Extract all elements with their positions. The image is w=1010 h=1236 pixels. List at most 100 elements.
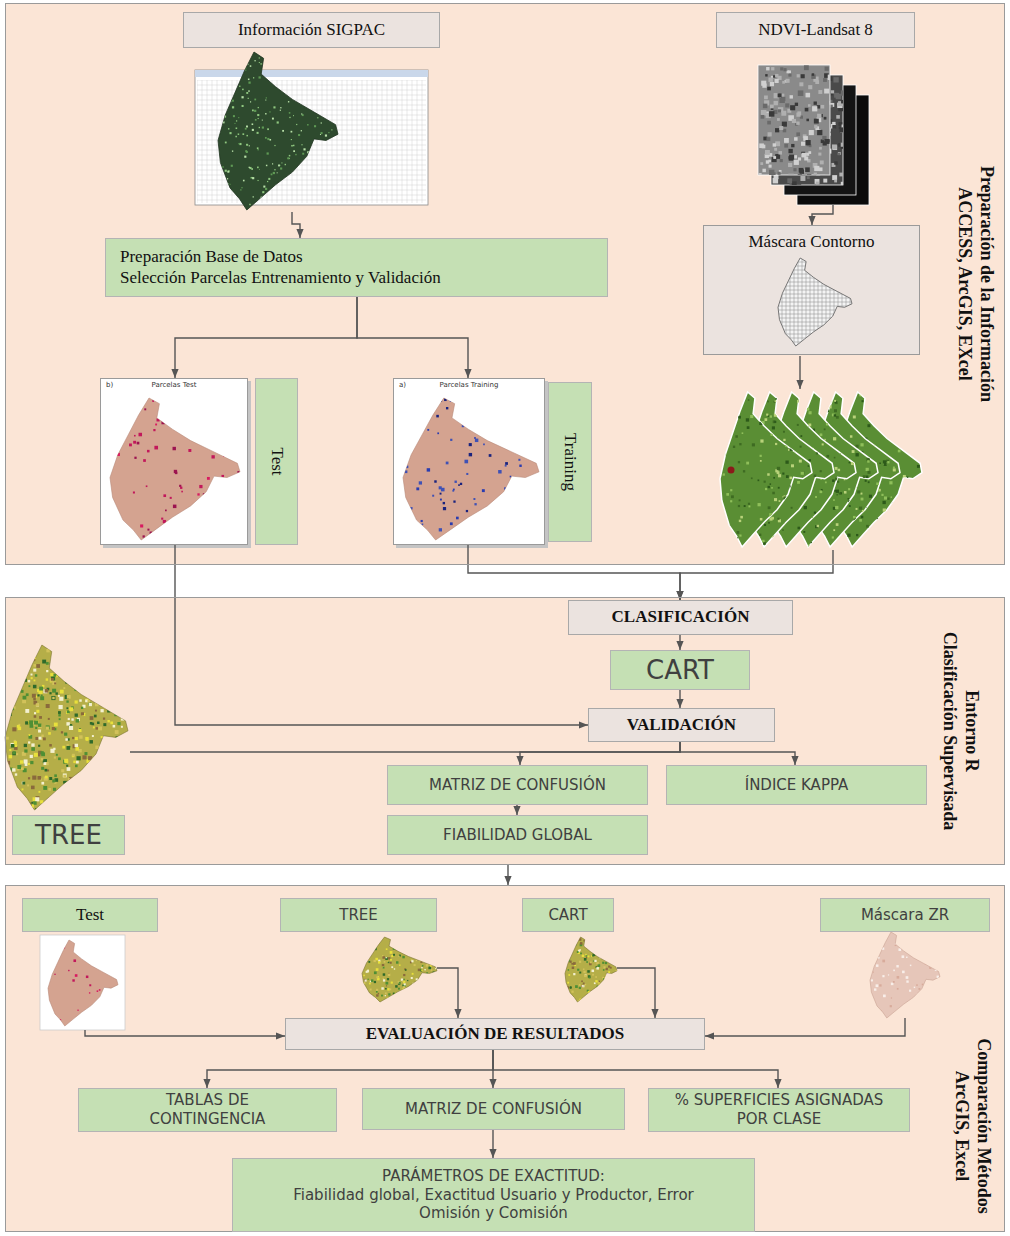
map-patch [83,668,86,671]
map-patch [49,692,51,694]
map-patch [519,512,522,515]
map-patch [811,534,813,536]
map-patch [777,424,780,427]
map-patch [299,166,300,167]
map-patch [250,177,251,178]
map-patch [843,490,845,492]
map-patch [121,709,125,713]
map-patch [840,127,843,132]
map-patch [782,81,785,84]
map-patch [302,114,304,116]
map-patch [770,172,775,175]
map-patch [887,497,889,499]
map-patch [95,710,97,712]
grid-line [778,266,852,267]
map-patch [898,402,900,404]
map-patch [832,175,837,180]
map-patch [865,483,867,485]
map-patch [13,799,16,802]
map-patch [824,89,829,94]
map-patch [792,119,796,123]
map-patch [797,536,800,539]
map-patch [22,782,25,785]
map-patch [848,498,850,500]
map-patch [801,529,803,531]
map-patch [328,199,330,201]
map-patch [231,191,233,193]
map-patch [814,166,819,171]
map-patch [748,503,750,505]
map-patch [843,406,845,408]
map-patch [834,542,837,545]
map-patch [849,419,852,422]
map-patch [831,517,834,520]
grid-line [382,80,383,203]
map-patch [765,488,767,490]
map-patch [834,400,836,402]
map-patch [248,98,249,99]
map-patch [891,400,893,402]
map-patch [877,519,879,521]
map-patch [246,92,248,94]
map-patch [793,423,794,424]
map-patch [791,523,794,526]
map-patch [291,174,293,176]
map-patch [113,693,116,696]
map-patch [333,144,334,145]
map-patch [416,400,418,402]
map-patch [764,418,767,421]
map-patch [248,90,249,91]
map-patch [193,429,195,431]
map-patch [815,411,817,413]
map-patch [326,85,328,87]
grid-line [778,262,852,263]
map-patch [112,651,116,655]
map-patch [898,450,901,453]
map-patch [321,122,322,123]
map-patch [792,403,795,406]
map-patch [905,436,908,439]
map-patch [36,664,40,668]
map-patch [913,504,915,506]
map-patch [808,419,811,422]
map-patch [859,519,862,522]
map-patch [287,87,289,89]
map-patch [422,523,424,525]
map-patch [814,101,817,104]
map-patch [275,77,277,79]
map-patch [872,394,873,395]
map-patch [901,537,903,539]
map-patch [807,174,811,175]
map-patch [836,412,839,415]
map-patch [851,407,853,409]
map-patch [278,56,279,57]
map-patch [856,534,858,536]
map-patch [285,57,286,58]
ndvi-image [758,65,830,175]
map-patch [38,791,40,793]
map-patch [823,393,825,395]
map-patch [230,523,232,525]
map-patch [733,446,735,448]
map-patch [783,540,786,543]
map-patch [410,507,412,509]
map-patch [289,117,290,118]
grid-line [392,80,393,203]
map-patch [100,709,103,712]
map-patch [105,780,107,782]
map-patch [779,98,784,103]
map-patch [228,128,229,129]
map-patch [833,401,836,404]
map-patch [235,136,237,138]
grid-line [412,80,413,203]
map-patch [450,522,453,525]
map-patch [848,492,850,494]
map-patch [814,119,819,124]
map-patch [808,151,811,154]
map-patch [98,657,100,659]
map-patch [762,145,766,149]
map-patch [267,138,269,140]
map-patch [75,737,78,740]
map-patch [844,491,847,494]
map-patch [778,474,781,477]
